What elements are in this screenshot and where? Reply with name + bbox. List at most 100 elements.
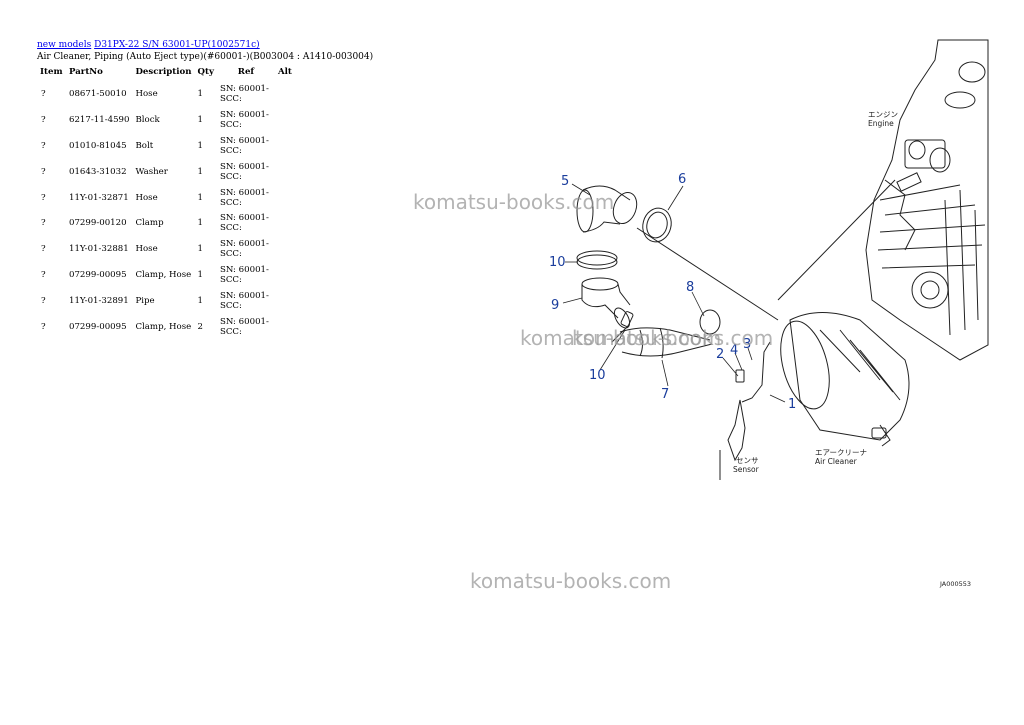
watermark: komatsu-books.com <box>470 569 672 593</box>
cell-alt <box>275 133 295 159</box>
cell-ref: SN: 60001-SCC: <box>219 83 269 104</box>
cell-alt <box>275 210 295 236</box>
cell-qty: 1 <box>197 218 203 229</box>
callout-8: 8 <box>686 280 694 295</box>
sensor-label-en: Sensor <box>733 465 760 474</box>
cell-partno: 11Y-01-32891 <box>69 296 129 307</box>
callout-4: 4 <box>730 343 738 358</box>
cell-qty: 1 <box>197 166 203 177</box>
table-row: ? 6217-11-4590 Block 1 SN: 60001-SCC: <box>37 107 295 133</box>
clamp-ring <box>576 254 618 270</box>
cell-item: ? <box>41 166 46 177</box>
cell-alt <box>275 288 295 314</box>
callout-7: 7 <box>661 387 669 402</box>
elbow-pipe <box>581 277 631 329</box>
cell-ref: SN: 60001-SCC: <box>219 187 269 208</box>
table-row: ? 11Y-01-32871 Hose 1 SN: 60001-SCC: <box>37 185 295 211</box>
cell-partno: 08671-50010 <box>69 88 127 99</box>
header-qty: Qty <box>197 67 214 77</box>
clamp-ring <box>642 207 672 243</box>
cell-item: ? <box>41 218 46 229</box>
cell-description: Hose <box>135 192 158 203</box>
watermark: komatsu-books.com <box>413 190 615 214</box>
engine-label-en: Engine <box>868 119 894 128</box>
table-header-row: Item PartNo Description Qty Ref Alt <box>37 65 295 81</box>
cell-partno: 11Y-01-32871 <box>69 192 129 203</box>
parts-diagram: 5 6 10 9 8 2 4 3 10 7 1 エンジン Engine センサ … <box>549 39 989 588</box>
cell-alt <box>275 159 295 185</box>
cell-description: Clamp, Hose <box>135 321 192 332</box>
cell-ref: SN: 60001-SCC: <box>219 213 269 234</box>
table-row: ? 11Y-01-32881 Hose 1 SN: 60001-SCC: <box>37 236 295 262</box>
cell-qty: 1 <box>197 244 203 255</box>
header-item: Item <box>40 67 63 77</box>
cell-description: Washer <box>135 166 168 177</box>
cell-description: Bolt <box>135 140 154 151</box>
cell-item: ? <box>41 88 46 99</box>
air-cleaner-drawing <box>780 312 910 447</box>
cell-item: ? <box>41 140 46 151</box>
cell-description: Pipe <box>135 296 155 307</box>
cell-qty: 1 <box>197 88 203 99</box>
table-row: ? 07299-00120 Clamp 1 SN: 60001-SCC: <box>37 210 295 236</box>
cell-alt <box>275 107 295 133</box>
aircleaner-label-jp: エアークリーナ <box>815 448 867 457</box>
callout-2: 2 <box>716 347 724 362</box>
callout-3: 3 <box>743 337 751 352</box>
cell-partno: 07299-00095 <box>69 321 127 332</box>
sensor-drawing <box>719 341 771 480</box>
cell-item: ? <box>41 192 46 203</box>
cell-alt <box>275 262 295 288</box>
sensor-label-jp: センサ <box>736 456 759 465</box>
cell-qty: 1 <box>197 270 203 281</box>
cell-description: Hose <box>135 88 158 99</box>
table-row: ? 08671-50010 Hose 1 SN: 60001-SCC: <box>37 81 295 107</box>
breadcrumb: new models D31PX-22 S/N 63001-UP(1002571… <box>37 40 260 50</box>
cell-ref: SN: 60001-SCC: <box>219 265 269 286</box>
leader-lines <box>562 183 786 403</box>
cell-description: Clamp <box>135 218 164 229</box>
callout-9: 9 <box>551 298 559 313</box>
cell-alt <box>275 81 295 107</box>
clamp-ring <box>699 309 721 335</box>
figure-code: JA000553 <box>939 580 971 588</box>
cell-qty: 1 <box>197 114 203 125</box>
header-partno: PartNo <box>69 67 103 77</box>
table-row: ? 07299-00095 Clamp, Hose 1 SN: 60001-SC… <box>37 262 295 288</box>
watermark: komatsu-books.com <box>572 326 774 350</box>
cell-ref: SN: 60001-SCC: <box>219 291 269 312</box>
table-row: ? 01643-31032 Washer 1 SN: 60001-SCC: <box>37 159 295 185</box>
cell-ref: SN: 60001-SCC: <box>219 316 269 337</box>
cell-qty: 1 <box>197 192 203 203</box>
cell-item: ? <box>41 270 46 281</box>
cell-ref: SN: 60001-SCC: <box>219 161 269 182</box>
cell-partno: 01010-81045 <box>69 140 127 151</box>
connection-line <box>636 227 779 321</box>
header-alt: Alt <box>277 67 292 77</box>
breadcrumb-link-model[interactable]: D31PX-22 S/N 63001-UP(1002571c) <box>94 40 260 50</box>
cell-qty: 1 <box>197 140 203 151</box>
table-row: ? 11Y-01-32891 Pipe 1 SN: 60001-SCC: <box>37 288 295 314</box>
table-row: ? 01010-81045 Bolt 1 SN: 60001-SCC: <box>37 133 295 159</box>
cell-ref: SN: 60001-SCC: <box>219 135 269 156</box>
cell-description: Block <box>135 114 160 125</box>
table-row: ? 07299-00095 Clamp, Hose 2 SN: 60001-SC… <box>37 314 295 340</box>
header-description: Description <box>135 67 192 77</box>
cell-qty: 1 <box>197 296 203 307</box>
connection-line <box>777 179 896 301</box>
breadcrumb-link-new-models[interactable]: new models <box>37 40 92 50</box>
header-ref: Ref <box>237 67 255 77</box>
aircleaner-label-en: Air Cleaner <box>815 457 858 466</box>
cell-item: ? <box>41 296 46 307</box>
cell-description: Clamp, Hose <box>135 270 192 281</box>
cell-qty: 2 <box>197 321 203 332</box>
cell-ref: SN: 60001-SCC: <box>219 109 269 130</box>
cell-alt <box>275 314 295 340</box>
watermark: komatsu-books.com <box>520 326 722 350</box>
cell-partno: 11Y-01-32881 <box>69 244 129 255</box>
callout-6: 6 <box>678 172 686 187</box>
page-title: Air Cleaner, Piping (Auto Eject type)(#6… <box>37 52 374 62</box>
parts-table: Item PartNo Description Qty Ref Alt ? 08… <box>37 65 295 340</box>
elbow-hose <box>576 185 638 233</box>
cell-alt <box>275 185 295 211</box>
